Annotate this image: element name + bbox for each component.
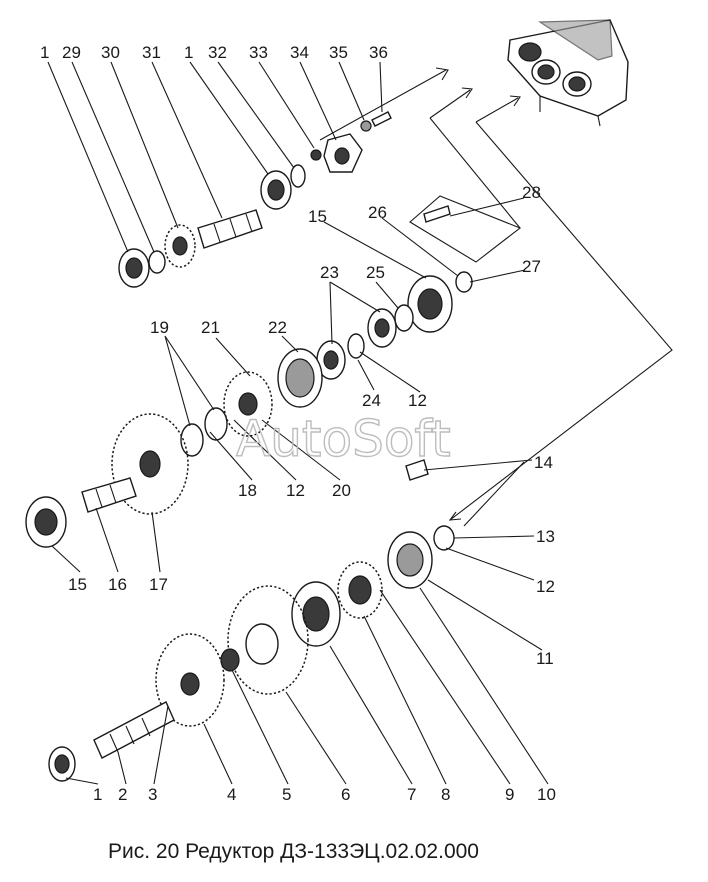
callout-16: 16 (108, 575, 127, 594)
callout-28: 28 (522, 183, 541, 202)
callout-7: 7 (407, 785, 416, 804)
callout-6: 6 (341, 785, 350, 804)
callout-23: 23 (320, 263, 339, 282)
callout-15: 15 (308, 207, 327, 226)
callout-3: 3 (148, 785, 157, 804)
gear-30 (164, 224, 196, 268)
washer-35 (360, 120, 372, 132)
callout-33: 33 (249, 43, 268, 62)
bottom-shaft-assembly (48, 525, 455, 782)
callout-34: 34 (290, 43, 309, 62)
callout-9: 9 (505, 785, 514, 804)
ring-32 (290, 164, 306, 188)
callout-15: 15 (68, 575, 87, 594)
shaft-2 (93, 701, 175, 759)
callout-17: 17 (149, 575, 168, 594)
leader-lines (47, 61, 549, 785)
gear-17 (111, 413, 189, 515)
callout-14: 14 (534, 453, 553, 472)
bolt-36 (371, 111, 392, 127)
bearing-19-a (204, 407, 228, 441)
callout-2: 2 (118, 785, 127, 804)
callout-18: 18 (238, 481, 257, 500)
callout-24: 24 (362, 391, 381, 410)
figure-caption: Рис. 20 Редуктор ДЗ-133ЭЦ.02.02.000 (108, 840, 479, 863)
bolt-28 (423, 205, 451, 223)
gear-4 (155, 633, 225, 727)
ring-24 (347, 333, 365, 359)
callout-1: 1 (40, 43, 49, 62)
callout-36: 36 (369, 43, 388, 62)
callout-12: 12 (536, 577, 555, 596)
middle-shaft-assembly (25, 195, 522, 548)
callout-30: 30 (101, 43, 120, 62)
ring-5 (220, 648, 240, 672)
gear-6 (227, 585, 309, 695)
callout-20: 20 (332, 481, 351, 500)
shaft-31 (197, 209, 263, 249)
ring-29 (148, 250, 166, 274)
callout-19: 19 (150, 318, 169, 337)
callout-4: 4 (227, 785, 236, 804)
callout-12: 12 (408, 391, 427, 410)
plate-13 (433, 525, 455, 551)
bearing-19-b (180, 423, 204, 457)
gear-21 (223, 371, 273, 437)
callout-29: 29 (62, 43, 81, 62)
callout-8: 8 (441, 785, 450, 804)
callout-35: 35 (329, 43, 348, 62)
watermark-text: AutoSoft (236, 410, 451, 468)
ring-gear-10 (337, 561, 383, 619)
callout-25: 25 (366, 263, 385, 282)
top-shaft-assembly (118, 67, 449, 288)
callout-13: 13 (536, 527, 555, 546)
callout-1: 1 (184, 43, 193, 62)
bolt-14 (405, 459, 429, 481)
callout-32: 32 (208, 43, 227, 62)
callout-21: 21 (201, 318, 220, 337)
callout-31: 31 (142, 43, 161, 62)
nut-33 (310, 149, 322, 161)
callout-1: 1 (93, 785, 102, 804)
callout-22: 22 (268, 318, 287, 337)
ring-25 (394, 304, 414, 332)
callout-5: 5 (282, 785, 291, 804)
assembly-arrows (429, 87, 673, 521)
callout-11: 11 (536, 649, 554, 668)
callout-numbers: 1 29 30 31 1 32 33 34 35 36 28 26 15 27 … (40, 43, 556, 804)
shaft-16 (81, 477, 137, 513)
reducer-housing (507, 19, 629, 127)
callout-27: 27 (522, 257, 541, 276)
plate-27 (455, 271, 473, 293)
callout-26: 26 (368, 203, 387, 222)
callout-10: 10 (537, 785, 556, 804)
callout-12: 12 (286, 481, 305, 500)
